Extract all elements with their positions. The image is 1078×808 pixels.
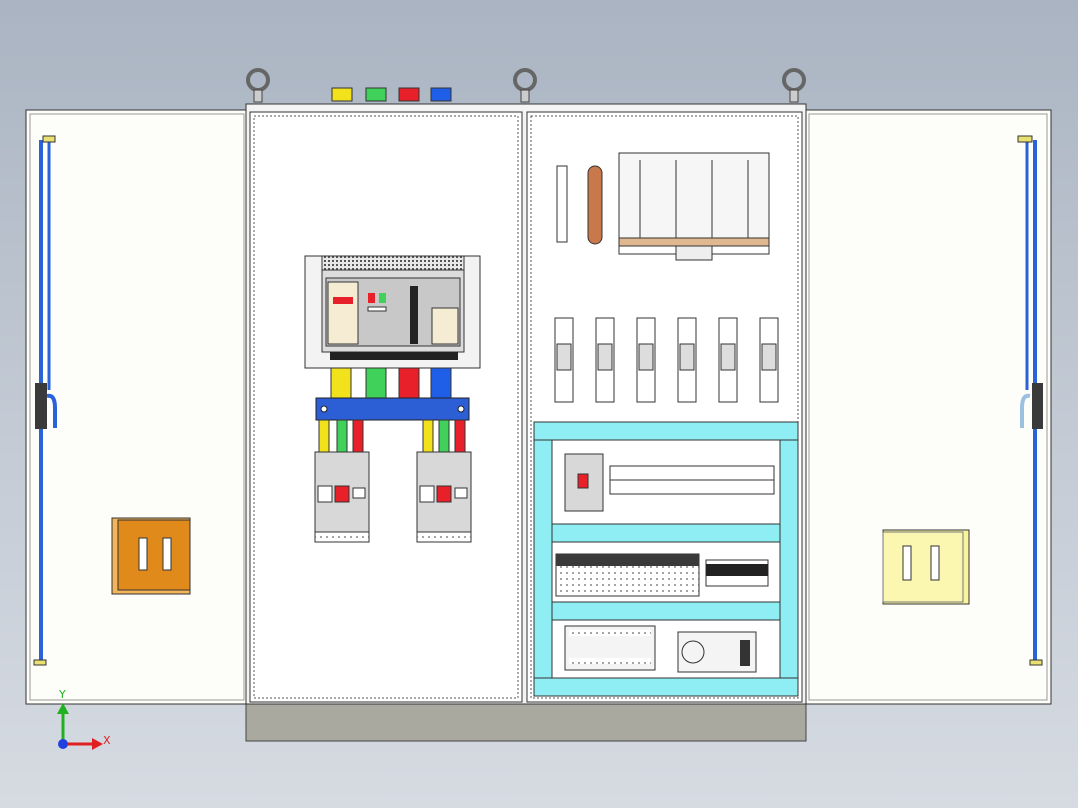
terminal-blocks: [705, 559, 769, 587]
fuse-icon: [595, 317, 615, 403]
small-breaker: [564, 453, 604, 512]
left-door-rod: [33, 135, 57, 666]
busbar-tab-icon: [331, 87, 452, 102]
left-door-handle: [111, 517, 191, 595]
ring-icon: [782, 68, 806, 103]
power-supply: [677, 631, 757, 673]
fuse-icon: [677, 317, 697, 403]
fuse-icon: [718, 317, 738, 403]
branch-droppers: [318, 419, 466, 461]
fuse-icon: [636, 317, 656, 403]
cabinet-plinth: [245, 703, 807, 742]
neutral-terminal-strip: [556, 165, 568, 243]
ring-icon: [246, 68, 270, 103]
fuse-icon: [759, 317, 779, 403]
main-busbars: [330, 367, 452, 403]
coordinate-axes-icon: [57, 703, 103, 750]
right-door-rod: [1017, 135, 1043, 666]
cyan-rail-frame: [533, 421, 799, 697]
fuse-row: [554, 317, 779, 403]
relay-bank: [555, 553, 700, 597]
moulded-case-breaker-icon: [416, 451, 472, 543]
right-door: [804, 109, 1052, 705]
mcb-strip: [609, 465, 775, 495]
axis-x-label: X: [103, 734, 111, 747]
fuse-icon: [554, 317, 574, 403]
plc-module: [564, 625, 656, 671]
right-door-handle: [882, 529, 970, 605]
pe-busbar: [587, 165, 603, 245]
top-device-block: [618, 152, 770, 261]
ring-icon: [513, 68, 537, 103]
axis-y-label: Y: [59, 688, 66, 701]
left-door: [25, 109, 249, 705]
air-circuit-breaker-icon: [304, 255, 481, 369]
moulded-case-breaker-icon: [314, 451, 370, 543]
busbar-support: [315, 397, 470, 421]
